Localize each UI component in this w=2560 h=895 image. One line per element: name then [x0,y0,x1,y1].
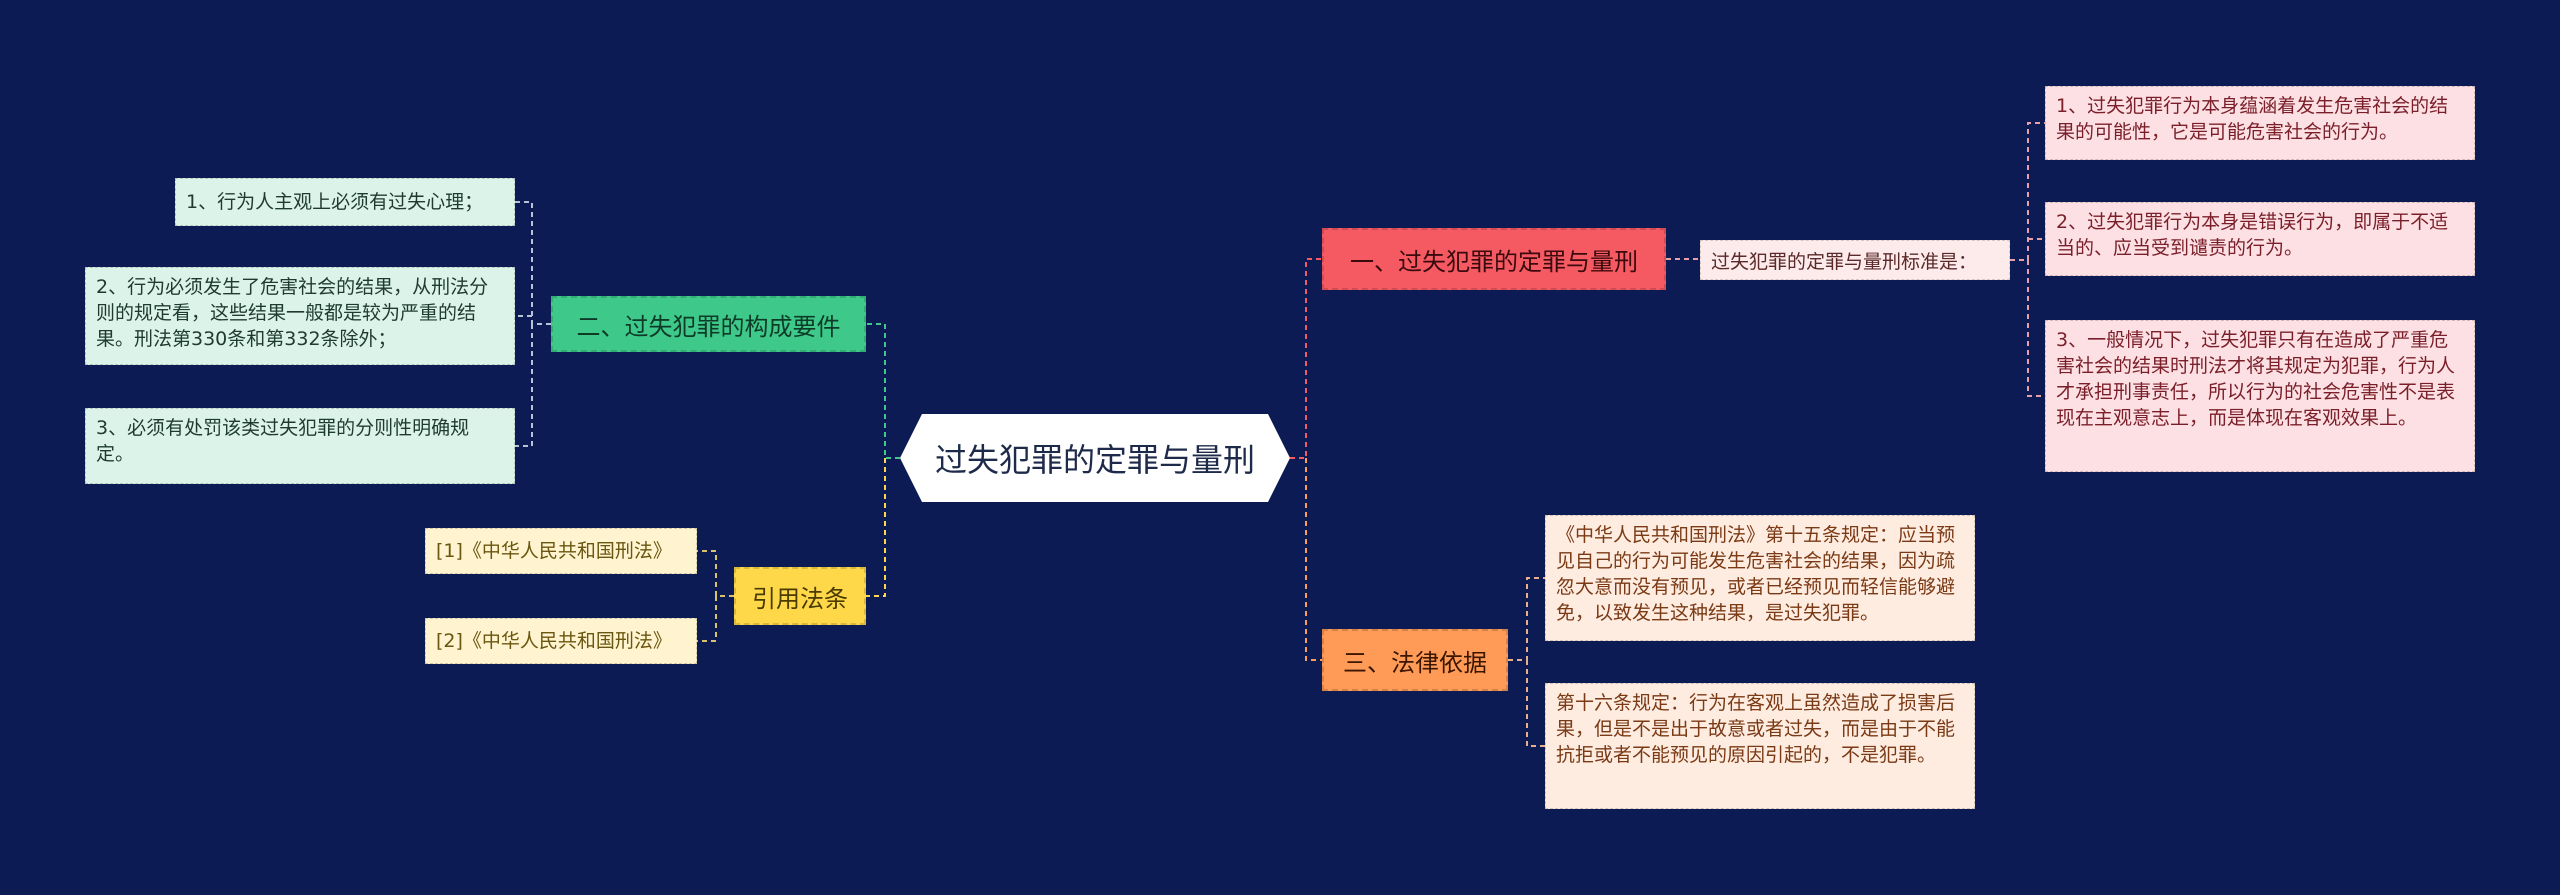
legal-basis-item-1[interactable]: 《中华人民共和国刑法》第十五条规定：应当预见自己的行为可能发生危害社会的结果，因… [1545,515,1975,641]
composition-item-1[interactable]: 1、行为人主观上必须有过失心理； [175,178,515,226]
sentencing-standard-label[interactable]: 过失犯罪的定罪与量刑标准是： [1700,240,2010,280]
link-sentencing-item-1 [2010,122,2045,261]
branch-sentencing-label: 一、过失犯罪的定罪与量刑 [1350,247,1638,276]
sentencing-item-3-text: 3、一般情况下，过失犯罪只有在造成了严重危害社会的结果时刑法才将其规定为犯罪，行… [2056,329,2456,429]
root-node[interactable]: 过失犯罪的定罪与量刑 [900,414,1290,502]
legal-basis-item-2-text: 第十六条规定：行为在客观上虽然造成了损害后果，但是不是出于故意或者过失，而是由于… [1556,692,1956,766]
branch-composition-label: 二、过失犯罪的构成要件 [576,312,841,341]
citation-item-1-text: [1]《中华人民共和国刑法》 [436,540,672,562]
link-root-composition [866,323,900,459]
link-root-legal-basis [1305,458,1322,661]
legal-basis-item-2[interactable]: 第十六条规定：行为在客观上虽然造成了损害后果，但是不是出于故意或者过失，而是由于… [1545,683,1975,809]
sentencing-item-2-text: 2、过失犯罪行为本身是错误行为，即属于不适当的、应当受到谴责的行为。 [2056,211,2449,259]
branch-legal-basis-label: 三、法律依据 [1343,648,1487,677]
link-root-sentencing [1290,258,1322,459]
link-legal-basis-item-1 [1508,577,1545,661]
sentencing-item-3[interactable]: 3、一般情况下，过失犯罪只有在造成了严重危害社会的结果时刑法才将其规定为犯罪，行… [2045,320,2475,472]
root-title: 过失犯罪的定罪与量刑 [934,441,1255,479]
link-composition-item-1 [515,201,551,325]
legal-basis-item-1-text: 《中华人民共和国刑法》第十五条规定：应当预见自己的行为可能发生危害社会的结果，因… [1556,524,1956,624]
link-citation-item-1 [697,550,734,597]
branch-composition[interactable]: 二、过失犯罪的构成要件 [551,296,866,352]
link-sentencing-item-3 [2027,260,2045,397]
branch-citations-label: 引用法条 [752,584,848,613]
link-legal-basis-item-2 [1526,660,1545,747]
branch-sentencing[interactable]: 一、过失犯罪的定罪与量刑 [1322,228,1666,290]
sentencing-item-2[interactable]: 2、过失犯罪行为本身是错误行为，即属于不适当的、应当受到谴责的行为。 [2045,202,2475,276]
composition-item-3[interactable]: 3、必须有处罚该类过失犯罪的分则性明确规定。 [85,408,515,484]
citation-item-2-text: [2]《中华人民共和国刑法》 [436,630,672,652]
link-root-citations [866,458,886,597]
link-composition-item-3 [515,324,533,447]
citation-item-2[interactable]: [2]《中华人民共和国刑法》 [425,618,697,664]
link-citation-item-2 [697,596,717,642]
composition-item-2[interactable]: 2、行为必须发生了危害社会的结果，从刑法分则的规定看，这些结果一般都是较为严重的… [85,267,515,365]
sentencing-standard-text: 过失犯罪的定罪与量刑标准是： [1711,250,1978,273]
composition-item-2-text: 2、行为必须发生了危害社会的结果，从刑法分则的规定看，这些结果一般都是较为严重的… [96,276,489,350]
sentencing-item-1[interactable]: 1、过失犯罪行为本身蕴涵着发生危害社会的结果的可能性，它是可能危害社会的行为。 [2045,86,2475,160]
composition-item-3-text: 3、必须有处罚该类过失犯罪的分则性明确规定。 [96,417,470,465]
branch-legal-basis[interactable]: 三、法律依据 [1322,629,1508,691]
citation-item-1[interactable]: [1]《中华人民共和国刑法》 [425,528,697,574]
branch-citations[interactable]: 引用法条 [734,567,866,625]
sentencing-item-1-text: 1、过失犯罪行为本身蕴涵着发生危害社会的结果的可能性，它是可能危害社会的行为。 [2056,95,2449,143]
composition-item-1-text: 1、行为人主观上必须有过失心理； [186,191,484,213]
